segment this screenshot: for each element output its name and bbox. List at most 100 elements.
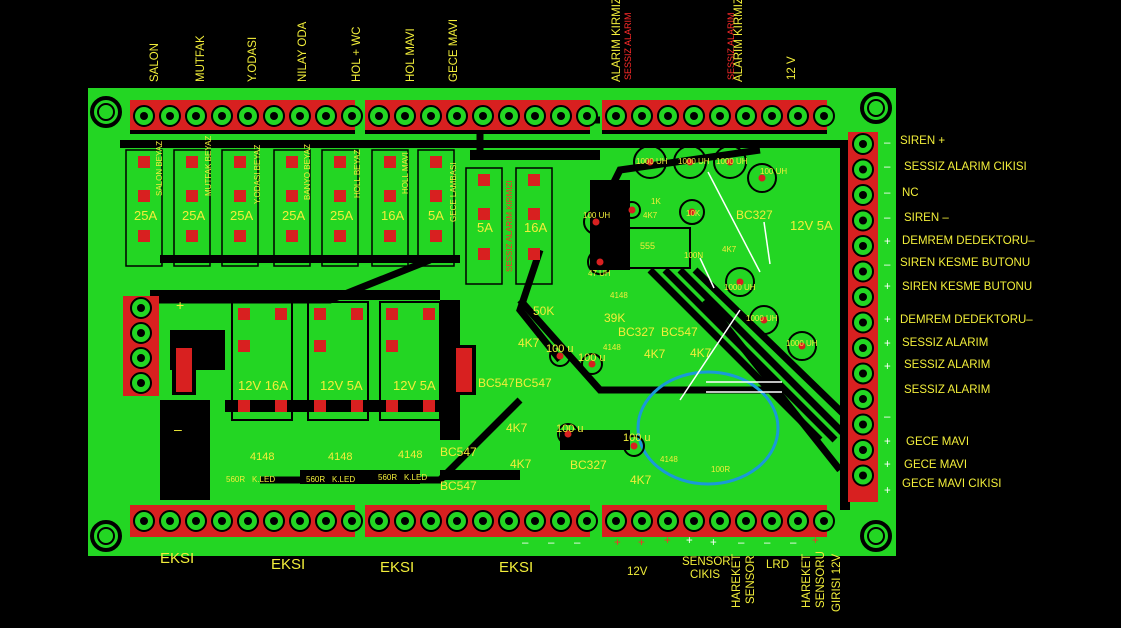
diode-label: 4148 xyxy=(603,343,621,352)
terminal-hole xyxy=(859,293,867,301)
capacitor-pad xyxy=(592,218,600,226)
terminal-hole xyxy=(820,517,828,525)
terminal-hole xyxy=(557,112,565,120)
terminal-hole xyxy=(137,304,145,312)
right-label: SESSIZ ALARIM xyxy=(902,337,989,349)
sign: + xyxy=(638,537,645,549)
capacitor-pad xyxy=(588,360,596,368)
sign: – xyxy=(790,537,797,549)
terminal-hole xyxy=(859,140,867,148)
fuse-rating: 25A xyxy=(230,208,253,223)
fuse-rating: 5A xyxy=(477,220,493,235)
fuse-rating: 25A xyxy=(330,208,353,223)
terminal-hole xyxy=(137,354,145,362)
sign: – xyxy=(884,411,891,423)
right-label: NC xyxy=(902,187,919,199)
cap-label: 100 UH xyxy=(583,211,610,220)
terminal-hole xyxy=(192,517,200,525)
hareket-label: HAREKET xyxy=(731,553,743,608)
resistor-label: 4K7 xyxy=(518,336,540,350)
eksi-label: EKSI xyxy=(271,556,306,573)
terminal-hole xyxy=(859,216,867,225)
terminal-hole xyxy=(690,112,698,120)
cap-label: 47 UH xyxy=(588,269,611,278)
relay-pads xyxy=(238,308,435,412)
resistor-label: 560R xyxy=(306,475,325,484)
cap-label: 1000 UH xyxy=(636,157,668,166)
terminal-hole xyxy=(859,446,867,454)
terminal-hole xyxy=(557,517,565,525)
fuse-pad xyxy=(234,230,246,242)
cap-label: 100 UH xyxy=(760,167,787,176)
sign: – xyxy=(884,259,891,271)
fuse-pad xyxy=(384,190,396,202)
terminal-hole xyxy=(638,517,646,525)
hareket-label-2: HAREKET xyxy=(801,553,813,608)
cap-label: 100 u xyxy=(578,352,606,364)
relay-label: 12V 16A xyxy=(238,378,288,393)
terminal-hole xyxy=(192,112,200,120)
v12-label: 12V xyxy=(627,566,648,578)
sensoru-label: SENSORU xyxy=(815,551,827,608)
fuse-rating: 25A xyxy=(182,208,205,223)
terminal-hole xyxy=(401,517,409,525)
relay-label: 12V 5A xyxy=(393,378,436,393)
fuse-pad xyxy=(478,248,490,260)
terminal-hole xyxy=(716,517,724,525)
resistor-label: 39K xyxy=(604,311,625,325)
diode-label: 4148 xyxy=(250,451,274,463)
terminal-hole xyxy=(453,517,461,525)
capacitor-pad xyxy=(798,342,806,350)
terminal-hole xyxy=(137,379,145,387)
right-label: SESSIZ ALARIM xyxy=(904,384,991,396)
sensor-label: SENSOR xyxy=(682,556,731,568)
capacitor-pad xyxy=(630,442,638,450)
sign: – xyxy=(548,537,555,549)
sensor-label-2: SENSOR xyxy=(745,555,757,604)
cap-label: 100 u xyxy=(623,432,651,444)
resistor-label: 4K7 xyxy=(506,421,528,435)
eksi-label: EKSI xyxy=(380,559,415,576)
terminal-hole xyxy=(794,517,802,525)
right-label: SESSIZ ALARIM xyxy=(904,359,991,371)
fuse-pad xyxy=(186,156,198,168)
top-label-hol-wc: HOL + WC xyxy=(351,26,363,82)
resistor-label: 4K7 xyxy=(644,347,666,361)
fuse-pad xyxy=(528,248,540,260)
cap-label: 1000 UH xyxy=(678,157,710,166)
terminal-hole xyxy=(859,267,867,276)
terminal-hole xyxy=(664,517,672,525)
fuse-pad xyxy=(478,174,490,186)
capacitor-outline xyxy=(587,249,613,275)
fuse-pad xyxy=(334,230,346,242)
fuse-pad xyxy=(528,208,540,220)
terminal-hole xyxy=(322,112,330,120)
eksi-label: EKSI xyxy=(499,559,534,576)
sign: + xyxy=(812,535,819,547)
capacitor-outline xyxy=(623,435,645,457)
terminal-hole xyxy=(453,112,461,120)
fuse-holder xyxy=(221,149,259,267)
fuse-holder xyxy=(515,167,553,285)
fuse-pad xyxy=(528,174,540,186)
sign: – xyxy=(884,212,891,224)
terminal-hole xyxy=(401,112,409,120)
resistor-label: 4K7 xyxy=(722,245,737,254)
capacitor-outline xyxy=(673,145,707,179)
sign: + xyxy=(884,236,891,248)
fuse-pad xyxy=(234,190,246,202)
polarity-plus: + xyxy=(176,297,184,313)
fuse-rating: 5A xyxy=(428,208,444,223)
terminal-hole xyxy=(270,517,278,525)
resistor-label: 1K xyxy=(651,197,661,206)
fuse-pad xyxy=(334,190,346,202)
terminal-hole xyxy=(137,329,145,337)
led-label: K.LED xyxy=(252,475,275,484)
terminal-hole xyxy=(768,112,776,120)
fuse-pad xyxy=(186,230,198,242)
terminal-hole xyxy=(296,112,304,120)
fuse-pad xyxy=(286,190,298,202)
terminal-hole xyxy=(375,517,383,525)
terminal-hole xyxy=(859,165,867,174)
terminal-hole xyxy=(859,395,867,403)
